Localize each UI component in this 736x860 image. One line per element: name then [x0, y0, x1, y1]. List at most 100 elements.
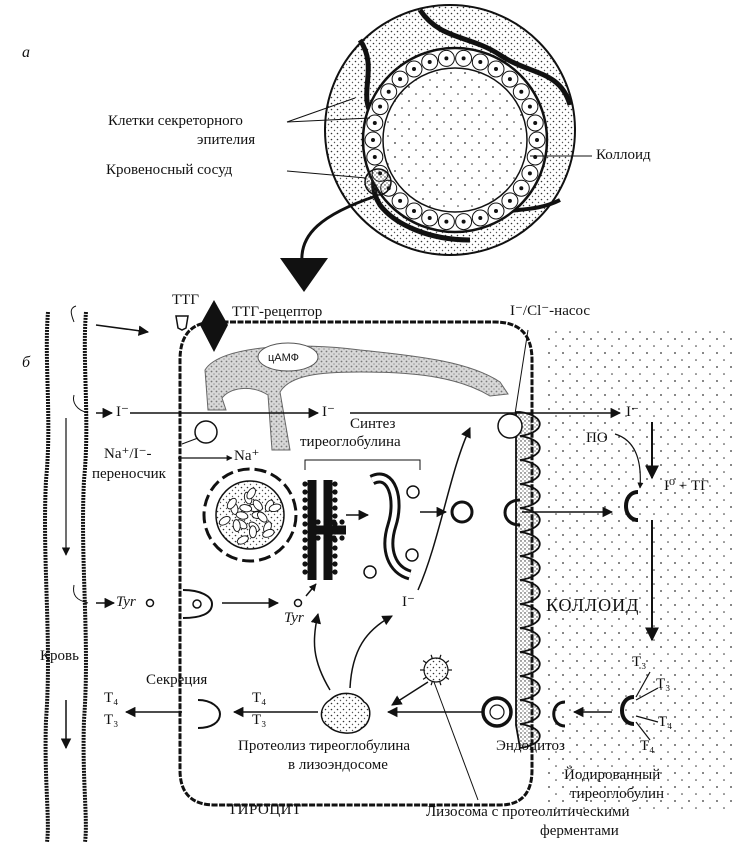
t3-bond-2 — [635, 687, 659, 701]
epithelial-nucleus — [398, 198, 403, 203]
epithelial-nucleus — [507, 77, 512, 82]
recycle-iodide-arrow — [349, 615, 393, 689]
ribosome-dot — [302, 521, 308, 527]
lysosome-spike — [439, 681, 442, 686]
label-na: Na⁺ — [234, 448, 260, 464]
leader-lysosome — [433, 681, 479, 801]
ribosome-dot — [331, 519, 337, 525]
na-i-transporter-icon — [194, 420, 218, 444]
label-tyr-2: Tyr — [284, 610, 304, 626]
tyr-uptake-vesicle — [182, 589, 214, 619]
tyr-molecule-2 — [293, 598, 303, 608]
chromatin-loop — [257, 511, 268, 523]
iodide-tail — [73, 394, 89, 414]
zoom-arrow-head — [280, 258, 328, 292]
label-colloid-region: КОЛЛОИД — [546, 595, 640, 615]
label-tsh-receptor: ТТГ-рецептор — [232, 304, 323, 320]
ribosome-dot — [332, 569, 338, 575]
leader-pump — [514, 329, 529, 415]
label-na-i-transporter-2: переносчик — [92, 466, 166, 482]
epithelial-nucleus — [398, 77, 403, 82]
label-iodide-3: I⁻ — [626, 404, 639, 420]
endocytosis-vesicle-membrane — [552, 700, 566, 728]
chromatin-loops — [218, 487, 282, 545]
leader-cells-1 — [286, 97, 356, 123]
epithelial-nucleus — [427, 216, 432, 220]
epithelial-nucleus — [507, 198, 512, 203]
lysosome-spike — [445, 660, 450, 664]
ribosome-dot — [302, 537, 308, 543]
epithelial-nucleus — [461, 219, 466, 224]
epithelial-nucleus — [527, 171, 532, 176]
label-t4-mid: T₄ — [252, 690, 267, 706]
follicle-drawing — [324, 4, 576, 256]
epithelial-nucleus — [535, 138, 539, 142]
label-iodide-4: I⁻ — [402, 594, 415, 610]
epithelial-nucleus — [386, 89, 391, 94]
label-secretion: Секреция — [146, 672, 208, 688]
label-t3-mid: T₃ — [252, 712, 267, 728]
leader-cells-2 — [286, 117, 371, 123]
chromatin-loop — [262, 529, 275, 538]
ribosome-dot — [302, 561, 308, 567]
ribosome-dot — [339, 519, 345, 525]
ribosome-dot — [302, 553, 308, 559]
label-lysosome-2: ферментами — [540, 823, 619, 839]
i-cl-pump-icon — [497, 413, 523, 439]
epithelial-nucleus — [412, 209, 416, 213]
label-po: ПО — [586, 430, 608, 446]
epithelial-nucleus — [533, 121, 538, 125]
ribosome-dot — [332, 561, 338, 567]
lysosome-spike — [445, 676, 450, 680]
ribosome-dot — [332, 505, 338, 511]
lysosome-spike — [439, 654, 442, 659]
follicle-vessel — [364, 168, 392, 196]
rough-er — [302, 480, 346, 580]
epithelial-nucleus — [378, 104, 383, 109]
camp-bubble — [257, 342, 319, 372]
iodinated-tg-icon — [620, 695, 635, 726]
label-tg-synthesis-1: Синтез — [350, 416, 396, 432]
secretory-vesicle — [450, 500, 474, 524]
label-tyr-1: Tyr — [116, 594, 136, 610]
lysosome-spike — [430, 681, 433, 686]
epithelial-nucleus — [494, 209, 498, 213]
label-blood-vessel: Кровеносный сосуд — [106, 162, 233, 178]
colloid-region — [545, 330, 736, 810]
chromatin-loop — [239, 504, 253, 513]
colloid-lumen — [382, 67, 528, 213]
t3-bond-1 — [635, 671, 651, 698]
label-camp: цАМФ — [268, 352, 300, 364]
chromatin-loop — [236, 535, 249, 545]
tsh-receptor-icon — [200, 300, 228, 352]
nucleus-envelope — [202, 467, 298, 563]
chromatin-loop — [268, 503, 282, 513]
apical-microvilli — [515, 411, 541, 750]
tyr-molecule-1 — [145, 598, 155, 608]
epithelial-nucleus — [372, 155, 377, 159]
tyr-tail — [73, 584, 89, 604]
ribosome-dot — [332, 497, 338, 503]
label-lysosome-1: Лизосома с протеолитическими — [426, 804, 630, 820]
lysosome-spike — [430, 654, 433, 659]
ribosome-dot — [339, 535, 345, 541]
ribosome-dot — [332, 529, 338, 535]
label-thyrocyte: ТИРОЦИТ — [228, 802, 302, 818]
ribosome-dot — [323, 535, 329, 541]
vessel-network-2 — [417, 8, 573, 106]
label-secretory-cells-1: Клетки секреторного — [108, 113, 243, 129]
label-t4-r2: T₄ — [640, 738, 655, 754]
epithelial-nucleus — [519, 89, 524, 94]
ribosome-dot — [302, 497, 308, 503]
epithelial-nucleus — [444, 56, 449, 61]
iodide-up-arrow — [417, 427, 471, 591]
label-i0-tg: I⁰ + ТГ — [664, 478, 709, 494]
chromatin-loop — [226, 497, 237, 510]
ribosome-dot — [332, 553, 338, 559]
epithelial-nucleus — [371, 138, 375, 142]
tyr-to-er-arrow — [305, 583, 317, 597]
chromatin-loop — [218, 516, 231, 526]
vessel-wall-left — [43, 311, 51, 843]
